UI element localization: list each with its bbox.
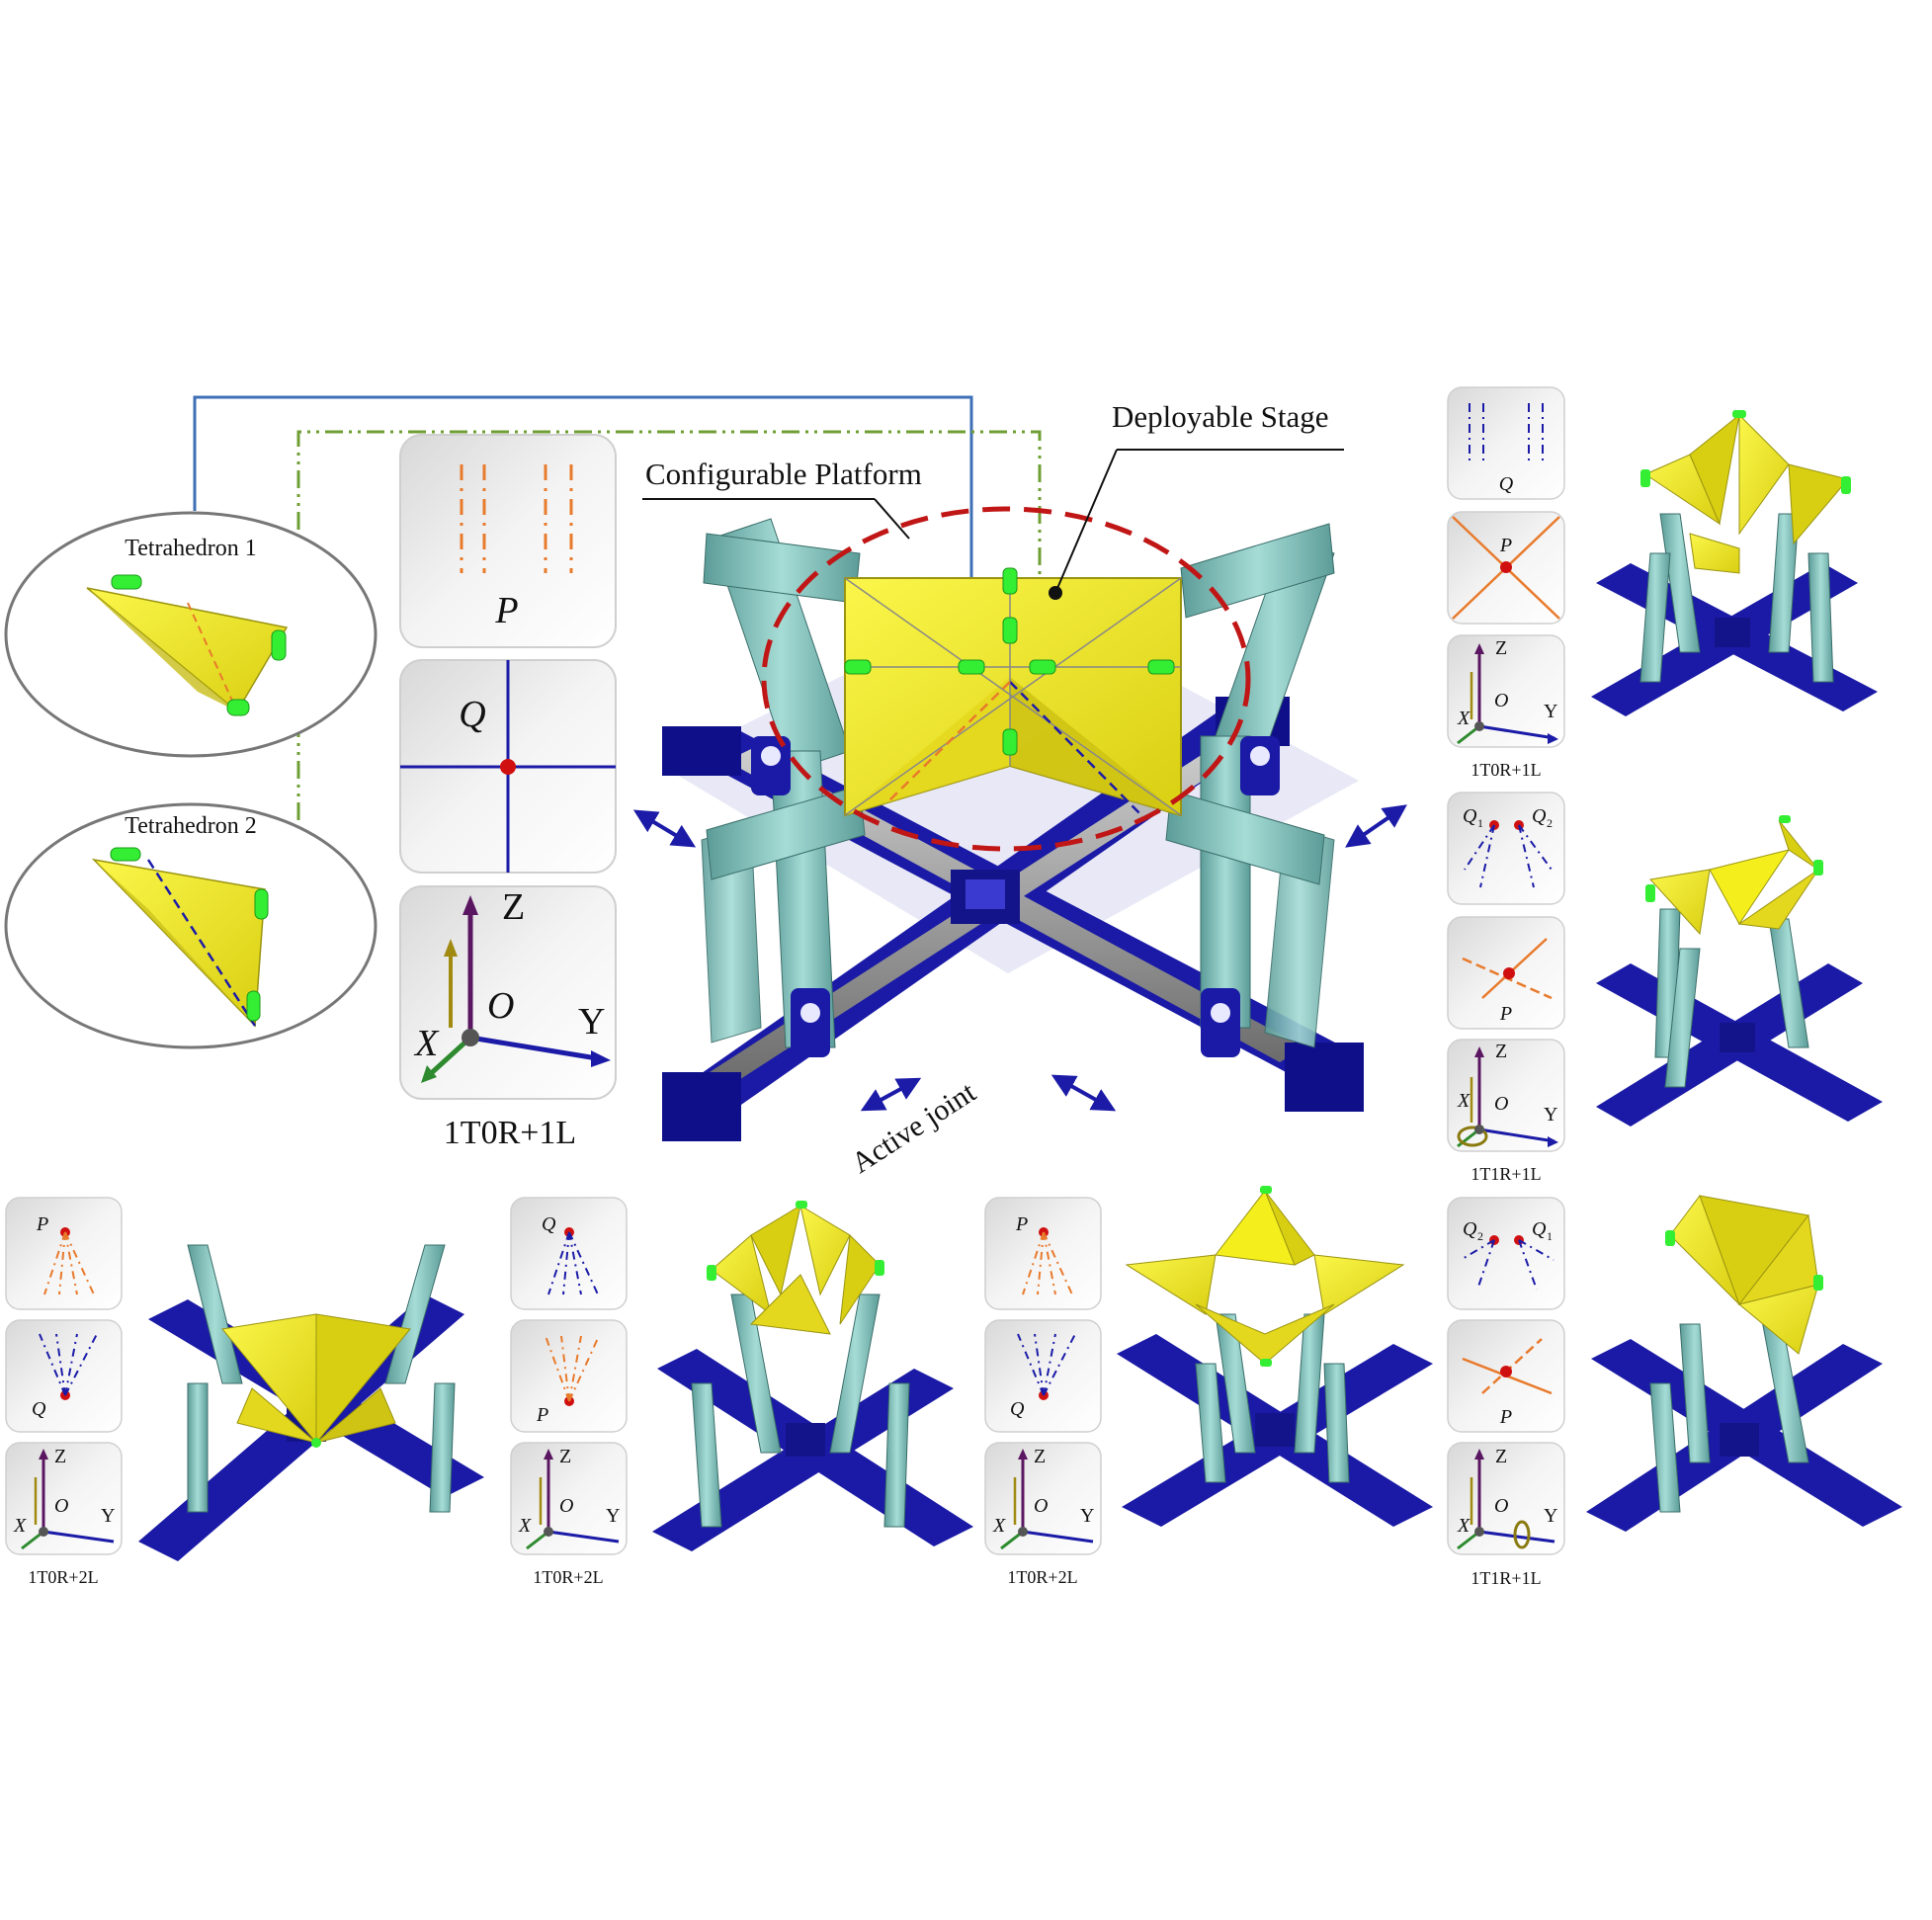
bottom1-axis-z: Z [54,1446,66,1467]
bottom1-axis-x: X [13,1515,27,1537]
bottom4-panel-axes: Z O Y X [1448,1443,1564,1554]
bottom4-q2-sub: 2 [1477,1229,1483,1243]
bottom3-panel-q: Q [985,1320,1101,1432]
right-middle-axis-x: X [1457,1090,1470,1112]
right-top-mechanism [1591,410,1878,716]
bottom3-panel-axes: Z O Y X [985,1443,1101,1554]
main-axis-z: Z [502,886,525,928]
main-panel-p: P [400,435,616,647]
configurable-platform-label: Configurable Platform [645,457,922,491]
bottom4-mode-label: 1T1R+1L [1470,1568,1541,1588]
bottom3-axis-x: X [992,1515,1006,1537]
right-middle-q1-label: Q [1463,805,1477,827]
active-joint-arrow-1 [637,812,692,845]
active-joint-label: Active joint [846,1075,982,1180]
bottom2-panel-axes: Z O Y X [511,1443,627,1554]
right-top-p-label: P [1499,535,1512,556]
bottom2-axis-o: O [559,1495,573,1517]
bottom2-mode-label: 1T0R+2L [533,1567,603,1587]
main-panel-q: Q [400,660,616,873]
bottom1-axis-y: Y [101,1505,115,1527]
right-middle-axis-y: Y [1544,1104,1557,1126]
bottom1-mechanism [138,1245,484,1561]
active-joint-arrow-4 [1055,1077,1112,1109]
bottom1-panel-axes: Z O Y X [6,1443,122,1554]
right-middle-mechanism [1596,815,1883,1127]
bottom3-axis-o: O [1034,1495,1048,1517]
main-p-label: P [494,590,518,631]
bottom2-axis-y: Y [606,1505,620,1527]
right-middle-p-label: P [1499,1003,1512,1025]
active-joint-arrow-2 [1349,807,1403,845]
bottom4-axis-z: Z [1495,1446,1507,1467]
right-middle-q2-label: Q [1532,805,1547,827]
main-axis-x: X [413,1023,440,1064]
main-q-label: Q [459,694,485,735]
right-top-panel-axes: Z O Y X [1448,635,1564,747]
bottom4-axis-x: X [1457,1515,1470,1537]
bottom3-q-label: Q [1010,1398,1025,1420]
bottom1-mode-label: 1T0R+2L [28,1567,98,1587]
bottom4-q2-label: Q [1463,1218,1477,1240]
tetra2-label: Tetrahedron 2 [125,813,257,839]
bottom1-panel-p: P [6,1198,122,1309]
right-top-panel-p: P [1448,512,1564,624]
active-joint-arrow-3 [865,1080,917,1109]
bottom4-panel-q: Q 2 Q 1 [1448,1198,1564,1309]
bottom1-p-label: P [36,1213,48,1235]
bottom2-p-label: P [536,1404,548,1426]
bottom2-mechanism [652,1201,973,1551]
stage-anchor-dot [1049,586,1062,600]
bottom4-mechanism [1586,1196,1902,1532]
bottom4-q1-sub: 1 [1547,1229,1553,1243]
bottom3-panel-p: P [985,1198,1101,1309]
right-top-axis-x: X [1457,708,1470,729]
deployable-stage-label: Deployable Stage [1112,399,1329,434]
callout-leader-stage-2 [1055,450,1117,593]
right-middle-panel-p: P [1448,917,1564,1029]
right-top-panel-q: Q [1448,387,1564,499]
right-middle-q2-sub: 2 [1547,816,1553,830]
bottom1-q-label: Q [32,1398,46,1420]
right-top-mode-label: 1T0R+1L [1470,760,1541,780]
bottom1-panel-q: Q [6,1320,122,1432]
right-middle-mode-label: 1T1R+1L [1470,1164,1541,1184]
right-middle-panel-q: Q 1 Q 2 [1448,793,1564,904]
bottom4-axis-o: O [1494,1495,1508,1517]
right-top-axis-o: O [1494,690,1508,711]
right-middle-axis-o: O [1494,1093,1508,1115]
bottom4-axis-y: Y [1544,1505,1557,1527]
bottom3-axis-z: Z [1034,1446,1046,1467]
main-axis-y: Y [578,1001,605,1043]
right-top-axis-z: Z [1495,637,1507,659]
bottom2-axis-z: Z [559,1446,571,1467]
main-axis-o: O [487,985,514,1027]
bottom4-q1-label: Q [1532,1218,1547,1240]
bottom1-axis-o: O [54,1495,68,1517]
right-middle-q1-sub: 1 [1477,816,1483,830]
tetrahedron-1-inset: Tetrahedron 1 [6,513,376,756]
tetra1-label: Tetrahedron 1 [125,536,257,561]
bottom4-p-label: P [1499,1406,1512,1428]
bottom2-panel-p: P [511,1320,627,1432]
main-panel-axes: Z O Y X [400,886,616,1099]
bottom2-panel-q: Q [511,1198,627,1309]
bottom2-q-label: Q [542,1213,556,1235]
bottom3-axis-y: Y [1080,1505,1094,1527]
right-top-axis-y: Y [1544,701,1557,722]
right-middle-axis-z: Z [1495,1041,1507,1062]
bottom2-axis-x: X [518,1515,532,1537]
right-top-q-label: Q [1499,473,1514,495]
central-mechanism [662,509,1364,1141]
bottom4-panel-p: P [1448,1320,1564,1432]
bottom3-p-label: P [1015,1213,1028,1235]
bottom3-mode-label: 1T0R+2L [1007,1567,1077,1587]
right-middle-panel-axes: Z O Y X [1448,1040,1564,1151]
main-mode-label: 1T0R+1L [444,1115,576,1151]
tetrahedron-2-inset: Tetrahedron 2 [6,804,376,1047]
bottom3-mechanism [1117,1186,1433,1527]
